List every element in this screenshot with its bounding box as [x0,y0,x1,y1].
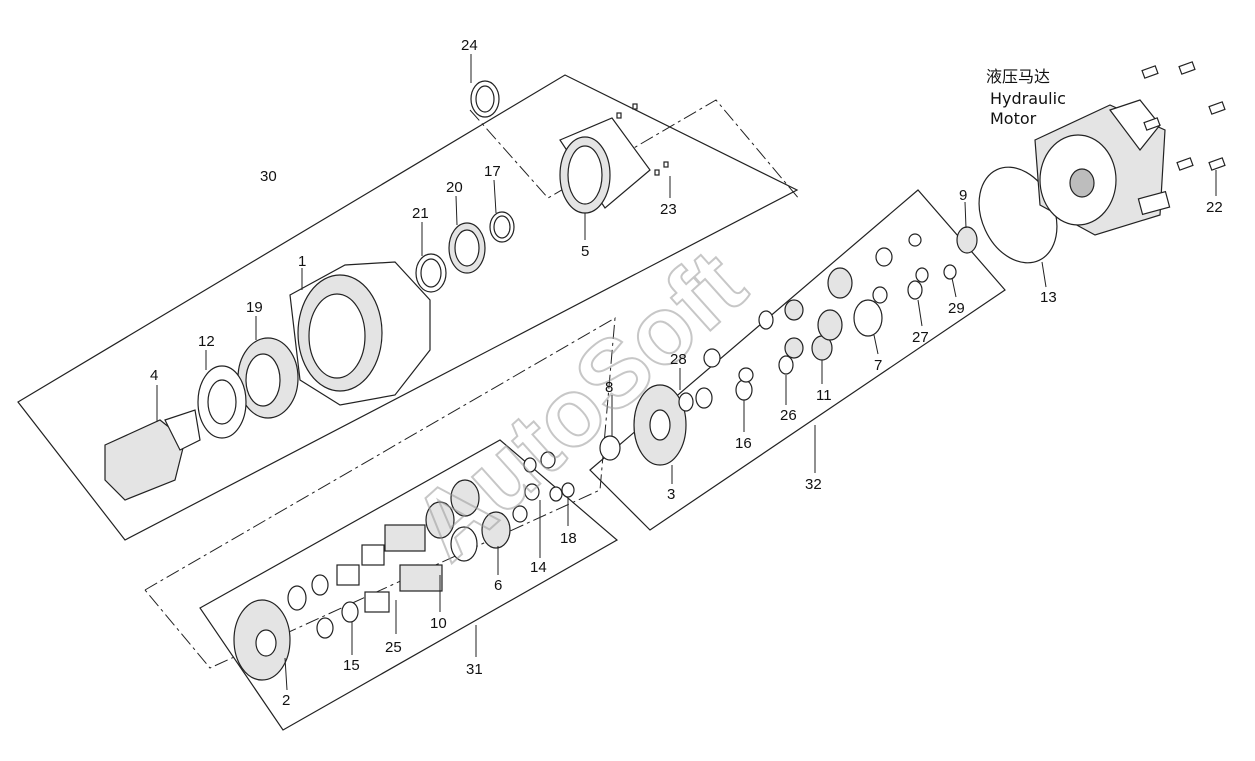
label-30: 30 [260,168,277,185]
label-13: 13 [1040,289,1057,306]
part-5-ring-gear [559,103,669,240]
part-6-planet-gear [481,511,511,575]
label-14: 14 [530,559,547,576]
label-5: 5 [581,243,589,260]
label-1: 1 [298,253,306,270]
motor-title-en-2: Motor [990,109,1037,128]
part-19-bearing [237,316,299,419]
part-11-bearing [811,335,833,384]
part-17-ring [489,179,515,243]
part-9-gear [956,201,978,254]
part-12-washer [197,350,247,439]
part-27-washer [907,280,923,327]
part-number-labels: 1 2 3 4 5 6 7 8 9 10 11 12 13 14 15 16 1… [150,37,1223,709]
label-9: 9 [959,187,967,204]
label-7: 7 [874,357,882,374]
label-27: 27 [912,329,929,346]
label-11: 11 [816,387,832,404]
label-12: 12 [198,333,215,350]
label-16: 16 [735,435,752,452]
label-32: 32 [805,476,822,493]
label-21: 21 [412,205,429,222]
label-2: 2 [282,692,290,709]
group-frame-31 [199,439,619,731]
hydraulic-motor [1034,61,1226,236]
part-2-sun-carrier [233,599,291,691]
part-24-snap-ring [470,54,500,118]
part-3-carrier [633,384,687,484]
part-15-washer [341,601,359,655]
part-1-housing [289,261,431,406]
label-26: 26 [780,407,797,424]
part-7-bearing [853,299,883,355]
label-3: 3 [667,486,675,503]
label-8: 8 [605,379,613,396]
part-18-washer [549,482,575,526]
label-23: 23 [660,201,677,218]
label-20: 20 [446,179,463,196]
label-25: 25 [385,639,402,656]
label-24: 24 [461,37,478,54]
label-10: 10 [430,615,447,632]
label-6: 6 [494,577,502,594]
dash-chain-31 [144,317,616,669]
part-26-bushing [778,355,794,405]
label-18: 18 [560,530,577,547]
group-frame-32 [589,189,1006,531]
part-8-pin [599,395,621,461]
part-4-pinion-shaft [104,385,201,501]
label-28: 28 [670,351,687,368]
label-29: 29 [948,300,965,317]
part-29-pin [943,264,957,298]
part-16-washer [735,379,753,432]
label-19: 19 [246,299,263,316]
motor-title-en-1: Hydraulic [990,89,1066,108]
label-15: 15 [343,657,360,674]
motor-title-cn: 液压马达 [986,67,1050,86]
part-21-ring [415,222,447,293]
part-25-pin [364,591,397,634]
part-20-bearing [448,195,486,274]
label-4: 4 [150,367,158,384]
label-31: 31 [466,661,483,678]
group-frame-30 [17,74,799,541]
dash-chain-upper [469,99,801,201]
label-17: 17 [484,163,501,180]
label-22: 22 [1206,199,1223,216]
